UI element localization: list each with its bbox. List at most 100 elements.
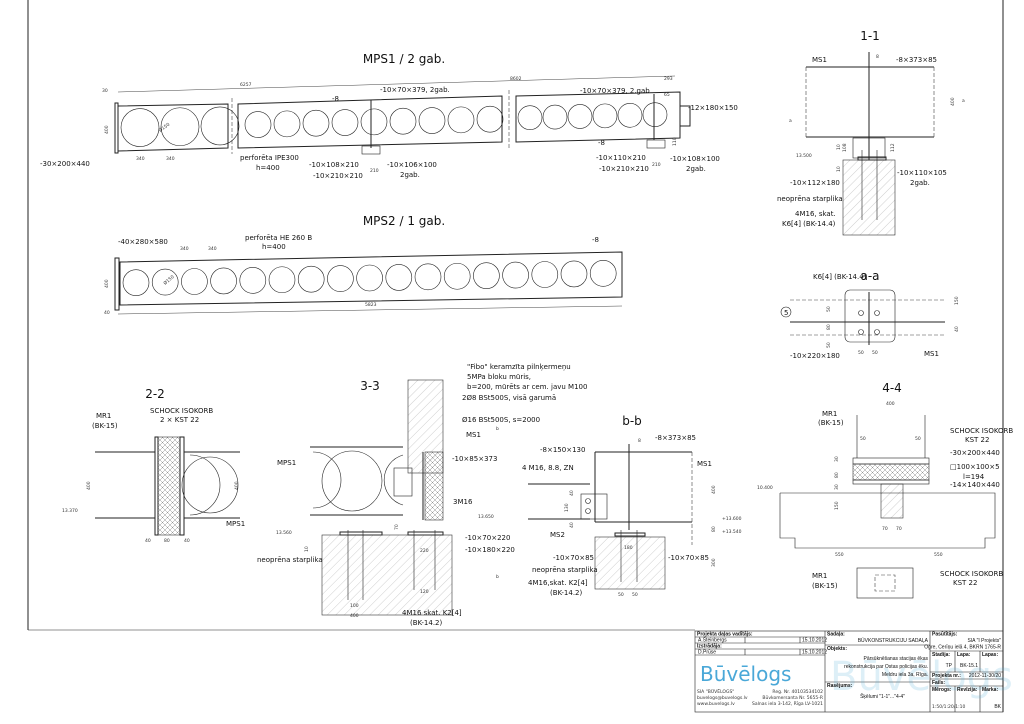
web-opening — [517, 105, 543, 130]
client-address: Ogre, Cerīņu ielā 4, BKRN 1765-R — [924, 645, 1001, 651]
callout: □100×100×5 — [950, 463, 1000, 471]
callout: K6[4] (BK-14.4) — [813, 273, 867, 281]
dim: 30 — [834, 456, 840, 462]
callout: neoprēna starplika — [532, 566, 598, 574]
callout: -10×70×379, 2gab. — [380, 86, 450, 94]
web-opening — [476, 105, 504, 133]
web-opening — [244, 111, 272, 138]
web-opening — [273, 110, 301, 138]
callout: 4M16, skat. — [795, 210, 836, 218]
dim: 150 — [834, 501, 840, 510]
dim: Ø150 — [162, 273, 176, 286]
dim: 8602 — [510, 76, 522, 82]
dim: 65 — [664, 92, 670, 98]
callout: -10×210×210 — [313, 172, 363, 180]
section-mark: a — [962, 99, 965, 104]
drawing-value: Šķēlumi "1-1"..."4-4" — [860, 693, 905, 700]
callout: -10×110×105 — [897, 169, 947, 177]
callout: -10×108×100 — [670, 155, 720, 163]
dim: 50 — [860, 436, 866, 442]
sheet-frame — [27, 0, 1004, 712]
company-email: buvelogs@buvelogs.lv — [697, 695, 748, 701]
designer-date: 15.10.2012 — [802, 650, 827, 656]
callout: -10×210×210 — [599, 165, 649, 173]
callout: 4M16,skat. K2[4] — [528, 579, 588, 587]
dim: 340 — [208, 246, 217, 252]
dim: 10 — [304, 546, 310, 552]
company-web: www.buvelogs.lv — [697, 701, 735, 707]
web-opening — [331, 109, 359, 136]
mps2-title: MPS2 / 1 gab. — [363, 214, 445, 228]
callout: 2gab. — [400, 171, 420, 179]
dim: 50 — [826, 306, 832, 312]
web-opening — [385, 264, 413, 291]
web-opening — [642, 102, 668, 127]
callout: -10×70×220 — [465, 534, 510, 542]
web-opening — [414, 263, 442, 291]
dim: 400 — [104, 279, 110, 288]
callout: -8×150×130 — [540, 446, 585, 454]
callout: MS1 — [697, 460, 712, 468]
dim: 400 — [950, 97, 956, 106]
callout: MS1 — [924, 350, 939, 358]
mark-label: Marka: — [982, 687, 998, 693]
drawing-label: Rasējums: — [827, 683, 853, 689]
dim: 8 — [876, 54, 879, 60]
mps1-title: MPS1 / 2 gab. — [363, 52, 445, 66]
section-4-4: 4-4 MR1 (BK-15) SCHOCK ISOKORB KST 22 -3… — [757, 381, 1013, 599]
company-logo: Būvēlogs — [700, 662, 791, 686]
web-opening — [327, 265, 354, 292]
dim: 300 — [711, 558, 717, 567]
dim: 30 — [834, 484, 840, 490]
web-opening — [617, 102, 643, 128]
scale-label: Mērogs: — [932, 687, 952, 693]
callout: -10×110×210 — [596, 154, 646, 162]
object-line: Pārsūknēšanas stacijas ēkas — [864, 656, 929, 662]
callout: 4M16 skat. K2[4] — [402, 609, 462, 617]
callout: 3M16 — [453, 498, 473, 506]
web-opening — [447, 106, 475, 134]
dim: 6257 — [240, 82, 252, 88]
dim: 110 — [672, 137, 678, 146]
dim: 70 — [896, 526, 902, 532]
dim: 400 — [234, 481, 240, 490]
web-opening — [200, 106, 240, 146]
dim: 150 — [954, 296, 960, 305]
company-reg: Reg. Nr. 40103534102 — [772, 689, 823, 695]
company-address: Salnas iela 3-142, Rīga LV-1021 — [752, 701, 823, 707]
dim: 40 — [145, 538, 151, 544]
project-manager-name: A.Šteinbergs — [698, 637, 727, 644]
web-opening — [268, 266, 296, 294]
dim: 550 — [835, 552, 844, 558]
dim: 400 — [886, 401, 895, 407]
dim: 220 — [420, 548, 429, 554]
web-opening — [239, 267, 267, 294]
company-cert: Būvkomersanta Nr. 5655-R — [762, 695, 823, 701]
project-manager-date: 15.10.2012 — [802, 638, 827, 644]
callout: (BK-14.2) — [550, 589, 583, 597]
sheet-value: BK-15.1 — [960, 663, 978, 669]
section-a-a: a-a K6[4] (BK-14.4) 5 -10×220×180 MS1 15… — [780, 269, 960, 360]
callout: -10×108×210 — [309, 161, 359, 169]
dim: 340 — [166, 156, 175, 162]
callout: -10×85×373 — [452, 455, 497, 463]
callout: MS1 — [812, 56, 827, 64]
dim: 210 — [652, 162, 661, 168]
sheet-label: Lapa: — [957, 652, 971, 658]
dim: 180 — [624, 545, 633, 551]
level-mark: +13.540 — [722, 529, 742, 535]
callout: KST 22 — [965, 436, 989, 444]
dim: 130 — [564, 503, 570, 512]
callout: SCHOCK ISOKORB — [950, 427, 1013, 435]
client-label: Pasūtītājs: — [932, 632, 958, 638]
section-mark: a — [789, 119, 792, 124]
callout: b=200, mūrēts ar cem. javu M100 — [467, 383, 587, 391]
level-mark: 13.370 — [62, 508, 78, 514]
dim: 550 — [934, 552, 943, 558]
dim: 400 — [86, 481, 92, 490]
dim: 50 — [826, 342, 832, 348]
section-4-4-title: 4-4 — [882, 381, 902, 395]
company-name: SIA "BŪVĒLOGS" — [697, 688, 734, 695]
callout: -10×112×180 — [790, 179, 840, 187]
